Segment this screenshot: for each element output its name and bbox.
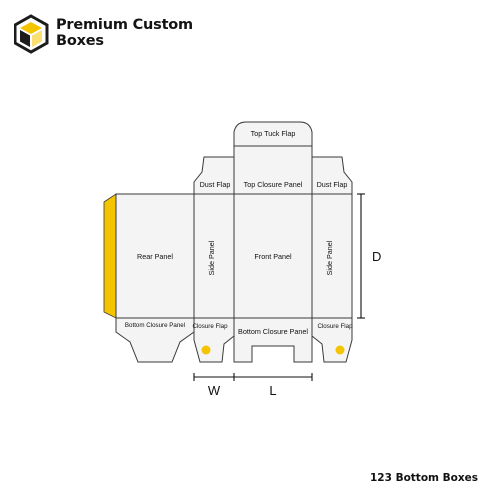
- rear-panel: [115, 193, 195, 319]
- label-top-closure-panel: Top Closure Panel: [244, 180, 303, 189]
- dust-flap-right: [311, 156, 353, 195]
- label-side-panel-left: Side Panel: [207, 240, 216, 275]
- label-dust-flap-right: Dust Flap: [317, 180, 348, 189]
- label-closure-flap-left: Closure Flap: [192, 323, 228, 330]
- label-bottom-closure-panel-center: Bottom Closure Panel: [238, 327, 308, 336]
- top-tuck-flap: [233, 121, 313, 147]
- dimension-length: L: [234, 373, 313, 398]
- top-closure-panel: [233, 145, 313, 195]
- label-side-panel-right: Side Panel: [325, 240, 334, 275]
- dimension-width-label: W: [208, 383, 221, 398]
- closure-flap-right-dot: [335, 345, 345, 355]
- side-panel-right: [311, 193, 353, 319]
- brand-line-2: Boxes: [56, 33, 104, 49]
- bottom-closure-panel-center: [233, 317, 313, 363]
- brand-name: Premium Custom Boxes: [56, 17, 193, 49]
- dimension-length-label: L: [269, 383, 276, 398]
- label-rear-panel: Rear Panel: [137, 252, 173, 261]
- closure-flap-left-dot: [201, 345, 211, 355]
- label-bottom-closure-panel-left: Bottom Closure Panel: [125, 322, 185, 329]
- dimension-depth-label: D: [372, 249, 381, 264]
- logo: [14, 14, 49, 54]
- brand-line-1: Premium Custom: [56, 17, 193, 33]
- label-closure-flap-right: Closure Flap: [317, 323, 353, 330]
- label-front-panel: Front Panel: [254, 252, 292, 261]
- front-panel: [233, 193, 313, 319]
- glue-strip: [103, 193, 117, 319]
- dimension-depth: D: [357, 193, 381, 319]
- caption: 123 Bottom Boxes: [370, 472, 478, 484]
- dimension-width: W: [193, 373, 235, 398]
- label-top-tuck-flap: Top Tuck Flap: [251, 129, 296, 138]
- box-hexagon-icon: [14, 14, 49, 54]
- label-dust-flap-left: Dust Flap: [200, 180, 231, 189]
